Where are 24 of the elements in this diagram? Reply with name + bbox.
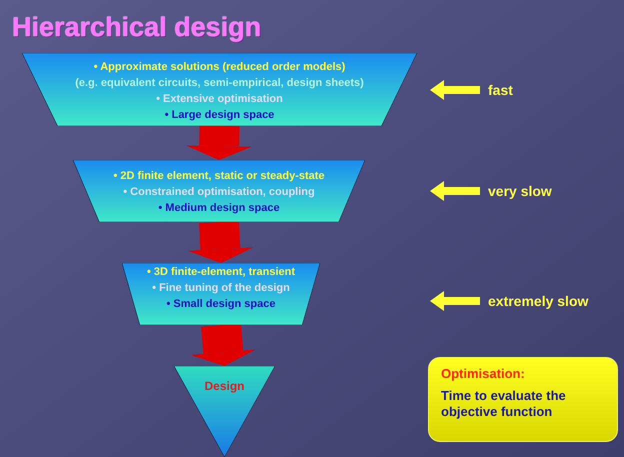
note-text: Time to evaluate the objective function <box>441 388 567 420</box>
bullet-text: • Small design space <box>166 297 276 312</box>
bullet-text: (e.g. equivalent circuits, semi-empirical, design sheets) <box>75 76 364 91</box>
speed-label: fast <box>488 80 513 100</box>
bullet-text: • Constrained optimisation, coupling <box>123 185 315 200</box>
speed-label: very slow <box>488 182 552 201</box>
title: Hierarchical design <box>12 11 262 44</box>
bullet-text: • Approximate solutions (reduced order models) <box>94 60 346 75</box>
bullet-text: • 3D finite-element, transient <box>146 265 296 280</box>
bullet-text: • Medium design space <box>158 201 280 216</box>
left-arrow <box>430 80 480 100</box>
down-arrow <box>186 126 252 160</box>
bullet-text: Design <box>204 378 244 394</box>
note-heading: Optimisation: <box>441 366 526 382</box>
left-arrow <box>430 291 480 311</box>
left-arrow <box>430 181 480 201</box>
bullet-text: • 2D finite element, static or steady-state <box>113 169 325 184</box>
bullet-text: • Extensive optimisation <box>156 92 283 107</box>
note-box <box>428 357 618 442</box>
speed-label: extremely slow <box>488 292 588 311</box>
down-arrow <box>190 323 256 366</box>
down-arrow <box>187 221 254 263</box>
bullet-text: • Fine tuning of the design <box>152 281 290 296</box>
bullet-text: • Large design space <box>164 108 274 123</box>
